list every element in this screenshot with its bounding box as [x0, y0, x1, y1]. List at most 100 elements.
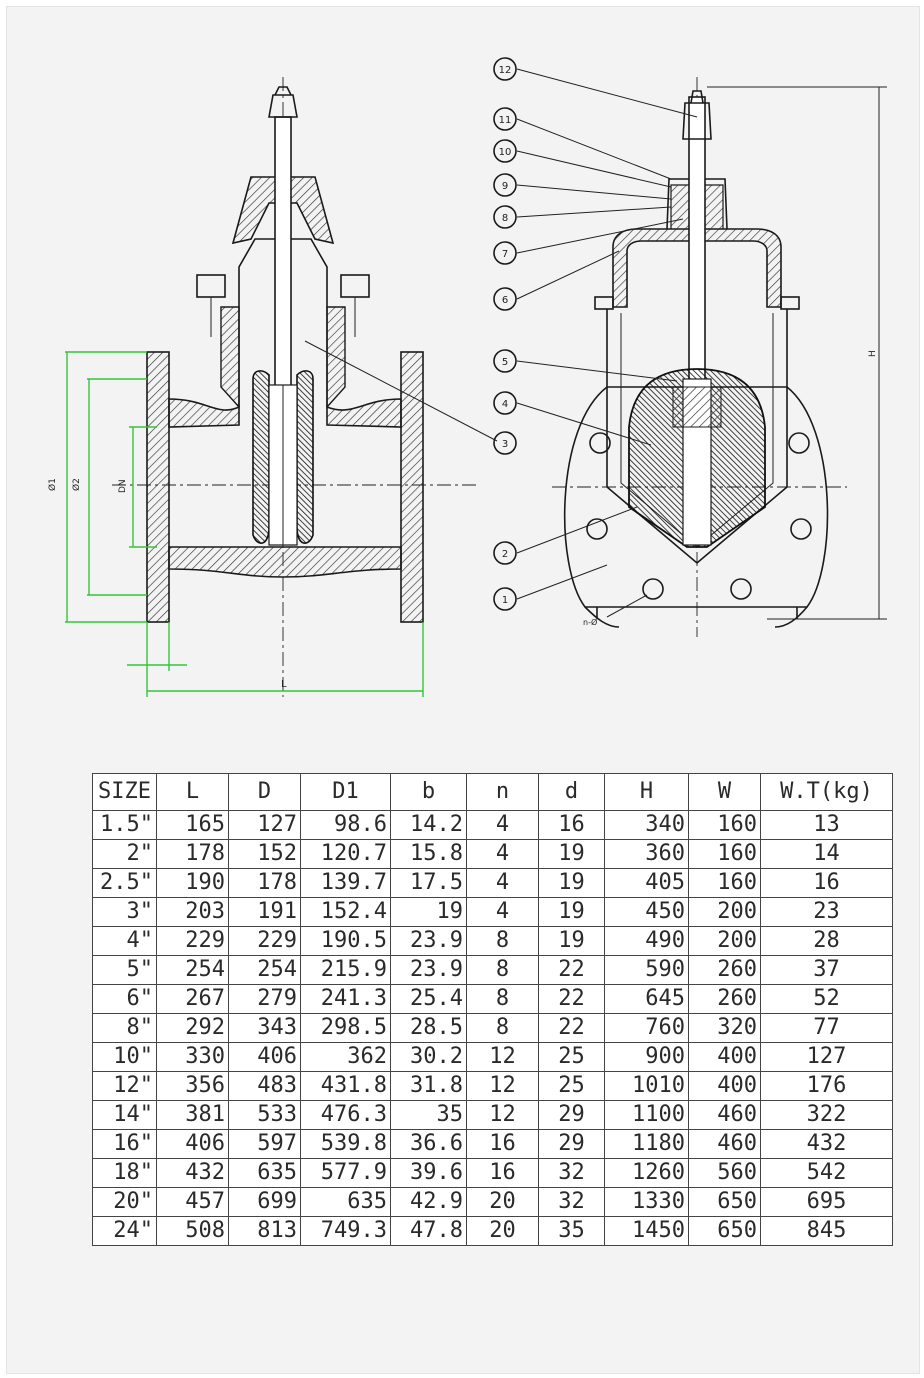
table-cell: 23	[760, 897, 893, 927]
table-cell: 32	[538, 1187, 605, 1217]
table-cell: 229	[228, 926, 301, 956]
table-cell: 432	[156, 1158, 229, 1188]
table-cell: 406	[156, 1129, 229, 1159]
table-cell: 260	[688, 955, 761, 985]
table-cell: 22	[538, 955, 605, 985]
table-cell: 2.5"	[92, 868, 157, 898]
table-cell: 4"	[92, 926, 157, 956]
table-cell: 200	[688, 897, 761, 927]
callout-7: 7	[493, 241, 517, 265]
table-cell: 25	[538, 1071, 605, 1101]
callout-6: 6	[493, 287, 517, 311]
dim-l-label: L	[281, 679, 287, 690]
front-section-view: H n-Ø	[552, 77, 887, 637]
table-cell: 360	[604, 839, 689, 869]
table-cell: 16	[538, 810, 605, 840]
callout-2: 2	[493, 541, 517, 565]
table-cell: 12	[466, 1042, 539, 1072]
table-cell: 32	[538, 1158, 605, 1188]
table-cell: 4	[466, 810, 539, 840]
table-cell: 405	[604, 868, 689, 898]
document-page: Ø1 Ø2 DN L	[6, 6, 920, 1374]
svg-text:4: 4	[502, 399, 508, 410]
table-cell: 14	[760, 839, 893, 869]
table-cell: 16"	[92, 1129, 157, 1159]
svg-text:9: 9	[502, 181, 508, 192]
column-header: W.T(kg)	[760, 773, 893, 811]
table-cell: 431.8	[300, 1071, 391, 1101]
table-cell: 127	[760, 1042, 893, 1072]
table-cell: 340	[604, 810, 689, 840]
table-cell: 160	[688, 839, 761, 869]
svg-text:3: 3	[502, 439, 508, 450]
table-cell: 406	[228, 1042, 301, 1072]
table-cell: 1.5"	[92, 810, 157, 840]
table-cell: 1260	[604, 1158, 689, 1188]
column-header: L	[156, 773, 229, 811]
svg-text:1: 1	[502, 595, 508, 606]
dim-h-label: H	[868, 350, 878, 357]
table-cell: 203	[156, 897, 229, 927]
table-cell: 362	[300, 1042, 391, 1072]
callout-3: 3	[493, 431, 517, 455]
svg-text:7: 7	[502, 249, 508, 260]
table-cell: 1180	[604, 1129, 689, 1159]
table-cell: 590	[604, 955, 689, 985]
table-cell: 25.4	[390, 984, 467, 1014]
table-cell: 16	[760, 868, 893, 898]
table-cell: 695	[760, 1187, 893, 1217]
table-cell: 2"	[92, 839, 157, 869]
table-cell: 120.7	[300, 839, 391, 869]
table-cell: 381	[156, 1100, 229, 1130]
table-cell: 597	[228, 1129, 301, 1159]
svg-text:2: 2	[502, 549, 508, 560]
dim-dn-label: DN	[118, 479, 128, 493]
table-cell: 29	[538, 1129, 605, 1159]
table-cell: 539.8	[300, 1129, 391, 1159]
table-cell: 19	[538, 839, 605, 869]
column-header: n	[466, 773, 539, 811]
table-cell: 14.2	[390, 810, 467, 840]
table-cell: 432	[760, 1129, 893, 1159]
column-header: D	[228, 773, 301, 811]
table-cell: 191	[228, 897, 301, 927]
table-cell: 330	[156, 1042, 229, 1072]
table-cell: 20	[466, 1187, 539, 1217]
column-header: SIZE	[92, 773, 157, 811]
table-cell: 77	[760, 1013, 893, 1043]
table-cell: 267	[156, 984, 229, 1014]
dim-d2-label: Ø2	[71, 478, 82, 491]
table-cell: 23.9	[390, 955, 467, 985]
table-cell: 12"	[92, 1071, 157, 1101]
table-cell: 176	[760, 1071, 893, 1101]
table-cell: 22	[538, 984, 605, 1014]
table-cell: 4	[466, 897, 539, 927]
table-cell: 298.5	[300, 1013, 391, 1043]
table-cell: 635	[300, 1187, 391, 1217]
table-cell: 356	[156, 1071, 229, 1101]
table-cell: 19	[538, 897, 605, 927]
table-cell: 645	[604, 984, 689, 1014]
table-cell: 476.3	[300, 1100, 391, 1130]
table-cell: 577.9	[300, 1158, 391, 1188]
table-cell: 400	[688, 1071, 761, 1101]
table-cell: 152	[228, 839, 301, 869]
table-cell: 241.3	[300, 984, 391, 1014]
table-cell: 254	[228, 955, 301, 985]
table-cell: 22	[538, 1013, 605, 1043]
table-cell: 10"	[92, 1042, 157, 1072]
valve-drawing: Ø1 Ø2 DN L	[47, 57, 887, 697]
svg-text:10: 10	[499, 147, 512, 158]
table-cell: 3"	[92, 897, 157, 927]
table-cell: 178	[228, 868, 301, 898]
table-cell: 13	[760, 810, 893, 840]
